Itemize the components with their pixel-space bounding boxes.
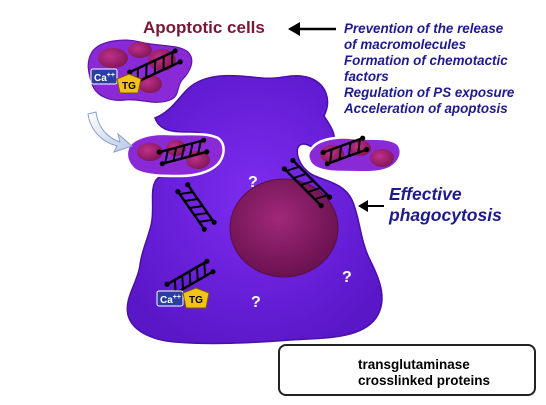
- effect-line: Prevention of the release: [344, 21, 504, 36]
- effect-line: factors: [344, 69, 389, 84]
- calcium-superscript: ++: [107, 72, 115, 79]
- tg-pentagon-icon: [182, 287, 210, 309]
- legend-text: transglutaminase crosslinked proteins: [358, 357, 490, 389]
- left-arrow-icon: [358, 200, 384, 212]
- svg-text:Ca++: Ca++: [94, 72, 115, 84]
- tg-label: TG: [122, 81, 136, 92]
- phagocytosis-label: Effective phagocytosis: [389, 184, 502, 226]
- crosslink-icon: [281, 157, 333, 209]
- crosslink-group: [127, 48, 370, 298]
- effect-line: Formation of chemotactic: [344, 53, 508, 68]
- calcium-tg-badge-bottom: Ca++ TG: [156, 287, 210, 309]
- legend-line: crosslinked proteins: [358, 373, 491, 388]
- svg-text:Ca++: Ca++: [160, 294, 181, 306]
- left-arrow-icon: [288, 22, 336, 36]
- tg-label: TG: [189, 295, 203, 306]
- legend-line: transglutaminase: [358, 357, 470, 372]
- effects-list: Prevention of the release of macromolecu…: [344, 21, 514, 117]
- phagocytosis-line: Effective: [389, 184, 462, 204]
- effect-line: Acceleration of apoptosis: [344, 101, 508, 116]
- calcium-label: Ca: [160, 295, 173, 306]
- legend-box: [278, 344, 536, 396]
- unknown-mark: ?: [248, 174, 258, 191]
- calcium-superscript: ++: [173, 294, 181, 301]
- calcium-badge: [156, 290, 184, 307]
- calcium-badge: [90, 68, 118, 85]
- nucleus: [229, 178, 339, 278]
- crosslink-icon: [320, 135, 370, 167]
- unknown-mark: ?: [251, 294, 261, 311]
- calcium-tg-badge-top: Ca++ TG: [90, 68, 142, 94]
- apoptotic-cells-title: Apoptotic cells: [143, 18, 265, 37]
- unknown-mark: ?: [342, 269, 352, 286]
- curved-arrow-icon: [87, 111, 133, 153]
- crosslink-icon: [156, 137, 210, 167]
- effect-line: Regulation of PS exposure: [344, 85, 515, 100]
- tg-pentagon-icon: [116, 73, 142, 94]
- crosslink-icon: [175, 182, 217, 232]
- phagocytosis-line: phagocytosis: [389, 205, 502, 225]
- effect-line: of macromolecules: [344, 37, 467, 52]
- calcium-label: Ca: [94, 73, 107, 84]
